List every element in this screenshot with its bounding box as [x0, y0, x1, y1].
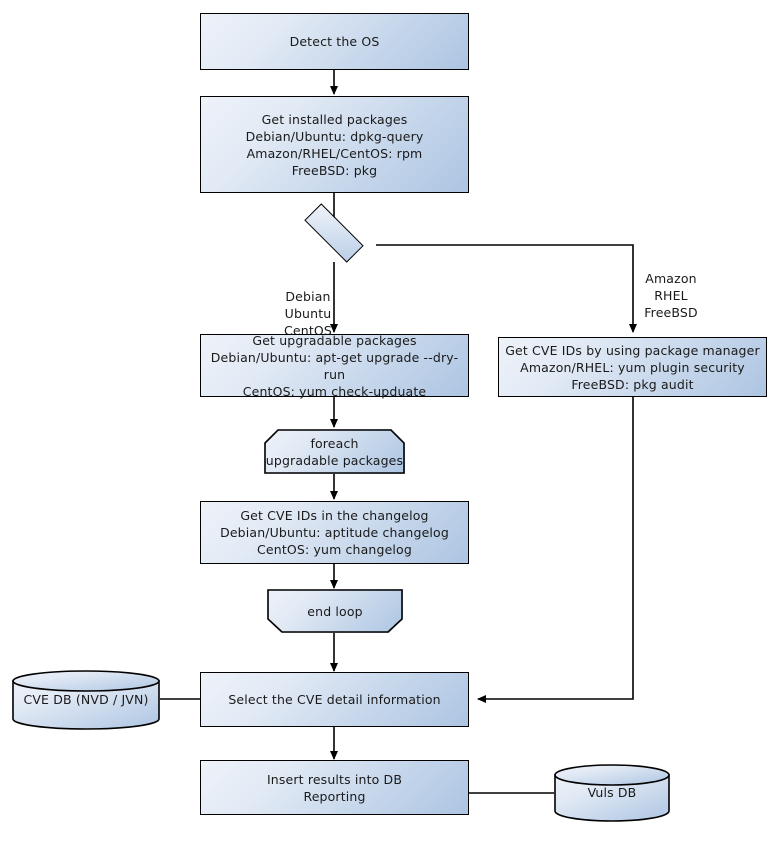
node-insert-results-label: Insert results into DB Reporting: [266, 771, 403, 804]
node-detect-os-label: Detect the OS: [289, 34, 380, 49]
node-end-loop[interactable]: end loop: [267, 589, 403, 633]
edge-label-right-branch: Amazon RHEL FreeBSD: [644, 271, 698, 320]
node-select-cve-detail-label: Select the CVE detail information: [228, 692, 441, 707]
edge-pkgmanager-to-select: [477, 397, 634, 703]
node-get-upgradable-packages-label: Get upgradable packages Debian/Ubuntu: a…: [210, 332, 459, 399]
node-get-installed-packages[interactable]: Get installed packages Debian/Ubuntu: dp…: [200, 96, 469, 193]
node-get-cve-ids-package-manager[interactable]: Get CVE IDs by using package manager Ama…: [498, 337, 767, 397]
node-end-loop-label: end loop: [307, 603, 363, 619]
node-cve-db[interactable]: CVE DB (NVD / JVN): [12, 670, 160, 730]
node-vuls-db[interactable]: Vuls DB: [554, 764, 670, 822]
node-vuls-db-label: Vuls DB: [587, 785, 637, 800]
node-insert-results[interactable]: Insert results into DB Reporting: [200, 760, 469, 815]
node-get-cve-ids-package-manager-label: Get CVE IDs by using package manager Ama…: [505, 342, 760, 392]
node-get-cve-ids-changelog[interactable]: Get CVE IDs in the changelog Debian/Ubun…: [200, 501, 469, 564]
node-cve-db-label: CVE DB (NVD / JVN): [23, 692, 149, 707]
edge-decision-right-branch: [376, 244, 637, 333]
cve-db-cylinder-icon: [12, 670, 160, 730]
node-get-cve-ids-changelog-label: Get CVE IDs in the changelog Debian/Ubun…: [220, 508, 449, 557]
node-select-cve-detail[interactable]: Select the CVE detail information: [200, 672, 469, 727]
node-foreach-loop-start-label: foreach upgradable packages: [265, 435, 404, 468]
vuls-db-cylinder-icon: [554, 764, 670, 822]
node-get-upgradable-packages[interactable]: Get upgradable packages Debian/Ubuntu: a…: [200, 332, 469, 399]
node-get-installed-packages-label: Get installed packages Debian/Ubuntu: dp…: [245, 111, 424, 178]
node-foreach-loop-start[interactable]: foreach upgradable packages: [264, 429, 405, 474]
node-detect-os[interactable]: Detect the OS: [200, 13, 469, 70]
edge-label-left-branch: Debian Ubuntu CentOS: [284, 289, 332, 338]
